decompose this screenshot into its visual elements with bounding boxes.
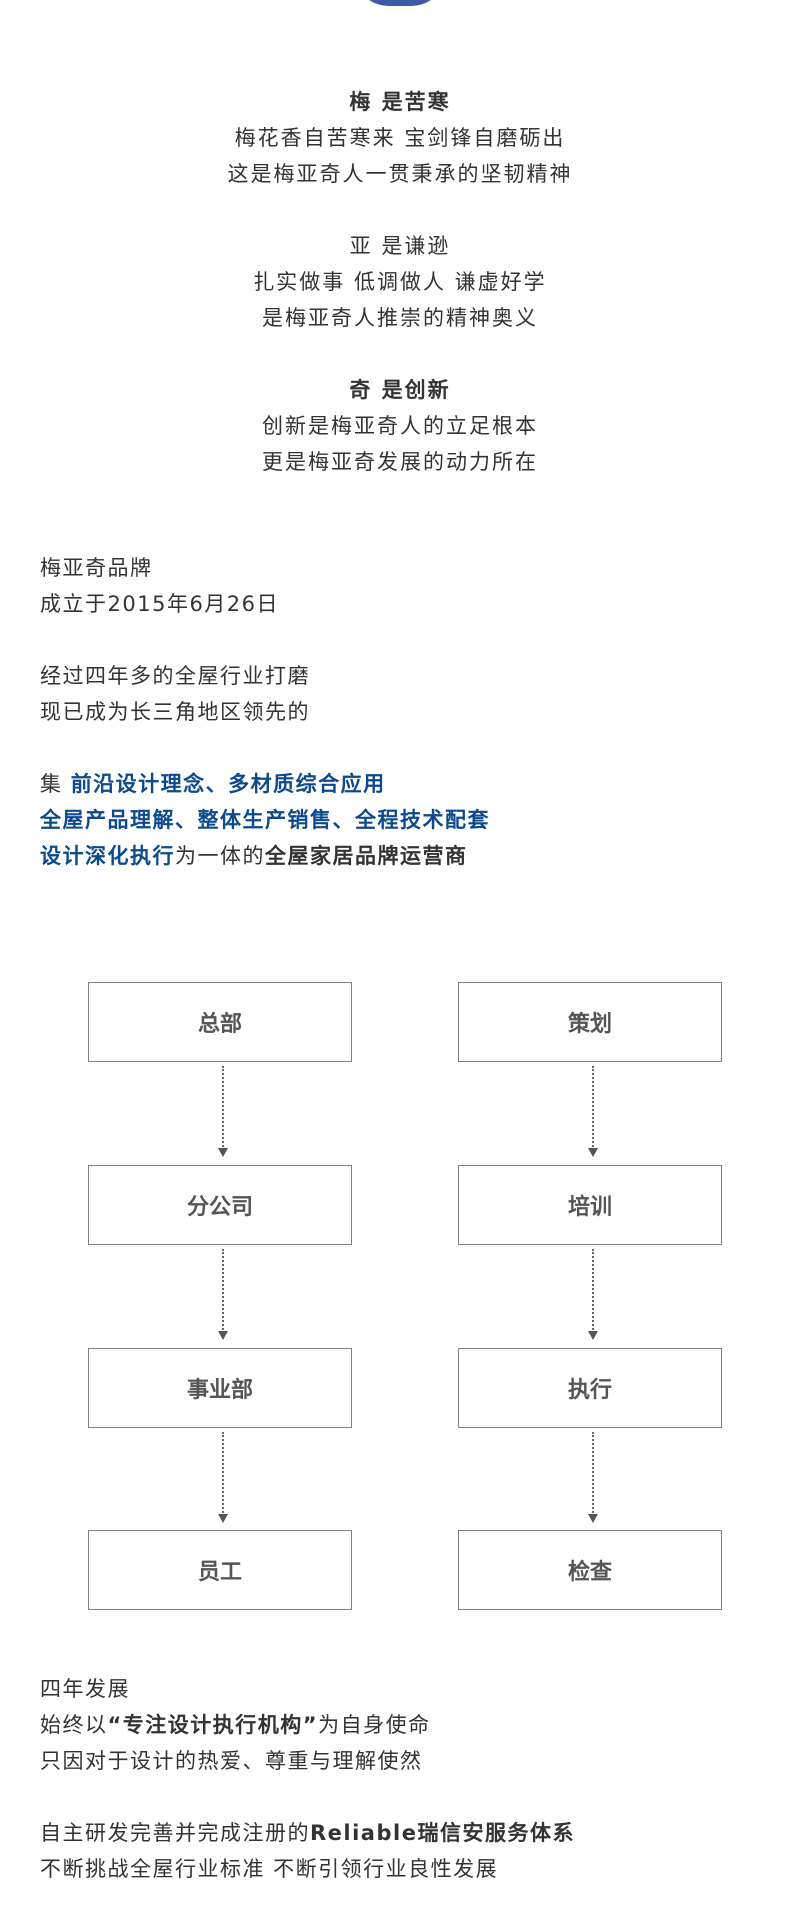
development-heading: 四年发展 bbox=[40, 1677, 130, 1701]
flow-arrow bbox=[217, 1064, 229, 1160]
motto-line: 更是梅亚奇发展的动力所在 bbox=[262, 450, 538, 474]
service-system-paragraph: 自主研发完善并完成注册的Reliable瑞信安服务体系 不断挑战全屋行业标准 不… bbox=[40, 1815, 780, 1887]
positioning-line: 集 前沿设计理念、多材质综合应用 bbox=[40, 766, 760, 802]
positioning-highlight: 前沿设计理念、多材质综合应用 bbox=[70, 772, 386, 796]
positioning-emphasis: 全屋家居品牌运营商 bbox=[265, 844, 468, 868]
motto-title: 亚 是谦逊 bbox=[349, 234, 451, 258]
brand-founding-paragraph: 梅亚奇品牌 成立于2015年6月26日 bbox=[40, 550, 760, 622]
mission-reason-line: 只因对于设计的热爱、尊重与理解使然 bbox=[40, 1749, 423, 1773]
service-prefix: 自主研发完善并完成注册的 bbox=[40, 1821, 310, 1845]
brand-motto-section: 梅 是苦寒 梅花香自苦寒来 宝剑锋自磨砺出 这是梅亚奇人一贯秉承的坚韧精神 亚 … bbox=[0, 84, 800, 516]
org-node-division: 事业部 bbox=[88, 1348, 352, 1428]
mission-emphasis: “专注设计执行机构” bbox=[107, 1713, 319, 1737]
brand-name-line: 梅亚奇品牌 bbox=[40, 556, 153, 580]
flow-arrow bbox=[587, 1247, 599, 1343]
motto-line: 梅花香自苦寒来 宝剑锋自磨砺出 bbox=[234, 126, 566, 150]
motto-qi: 奇 是创新 创新是梅亚奇人的立足根本 更是梅亚奇发展的动力所在 bbox=[0, 372, 800, 480]
positioning-line: 设计深化执行为一体的全屋家居品牌运营商 bbox=[40, 838, 760, 874]
motto-line: 创新是梅亚奇人的立足根本 bbox=[262, 414, 538, 438]
founded-date-line: 成立于2015年6月26日 bbox=[40, 592, 280, 616]
motto-ya: 亚 是谦逊 扎实做事 低调做人 谦虚好学 是梅亚奇人推崇的精神奥义 bbox=[0, 228, 800, 336]
org-node-inspection: 检查 bbox=[458, 1530, 722, 1610]
brand-intro-section: 梅亚奇品牌 成立于2015年6月26日 经过四年多的全屋行业打磨 现已成为长三角… bbox=[40, 550, 760, 910]
positioning-line: 全屋产品理解、整体生产销售、全程技术配套 bbox=[40, 802, 760, 838]
development-mission-paragraph: 四年发展 始终以“专注设计执行机构”为自身使命 只因对于设计的热爱、尊重与理解使… bbox=[40, 1671, 780, 1779]
service-system-name: Reliable瑞信安服务体系 bbox=[310, 1821, 575, 1845]
motto-title: 梅 是苦寒 bbox=[349, 90, 451, 114]
service-system-line: 自主研发完善并完成注册的Reliable瑞信安服务体系 bbox=[40, 1815, 780, 1851]
motto-line: 是梅亚奇人推崇的精神奥义 bbox=[262, 306, 538, 330]
history-line: 现已成为长三角地区领先的 bbox=[40, 700, 310, 724]
positioning-connector: 为一体的 bbox=[175, 844, 265, 868]
brand-positioning-paragraph: 集 前沿设计理念、多材质综合应用 全屋产品理解、整体生产销售、全程技术配套 设计… bbox=[40, 766, 760, 874]
org-node-planning: 策划 bbox=[458, 982, 722, 1062]
motto-mei: 梅 是苦寒 梅花香自苦寒来 宝剑锋自磨砺出 这是梅亚奇人一贯秉承的坚韧精神 bbox=[0, 84, 800, 192]
positioning-highlight: 全屋产品理解、整体生产销售、全程技术配套 bbox=[40, 808, 490, 832]
org-node-branch: 分公司 bbox=[88, 1165, 352, 1245]
mission-prefix: 始终以 bbox=[40, 1713, 108, 1737]
positioning-highlight: 设计深化执行 bbox=[40, 844, 175, 868]
org-node-staff: 员工 bbox=[88, 1530, 352, 1610]
industry-standard-line: 不断挑战全屋行业标准 不断引领行业良性发展 bbox=[40, 1857, 499, 1881]
flow-arrow bbox=[587, 1430, 599, 1526]
org-node-execution: 执行 bbox=[458, 1348, 722, 1428]
history-line: 经过四年多的全屋行业打磨 bbox=[40, 664, 310, 688]
org-structure-diagram: 总部 分公司 事业部 员工 策划 培训 执行 检查 bbox=[0, 960, 800, 1610]
positioning-prefix: 集 bbox=[40, 772, 71, 796]
motto-title: 奇 是创新 bbox=[349, 378, 451, 402]
org-node-training: 培训 bbox=[458, 1165, 722, 1245]
mission-line: 始终以“专注设计执行机构”为自身使命 bbox=[40, 1707, 780, 1743]
mission-suffix: 为自身使命 bbox=[318, 1713, 431, 1737]
motto-line: 扎实做事 低调做人 谦虚好学 bbox=[253, 270, 547, 294]
motto-line: 这是梅亚奇人一贯秉承的坚韧精神 bbox=[227, 162, 573, 186]
flow-arrow bbox=[217, 1247, 229, 1343]
flow-arrow bbox=[217, 1430, 229, 1526]
decorative-blue-arc bbox=[353, 0, 447, 6]
development-section: 四年发展 始终以“专注设计执行机构”为自身使命 只因对于设计的热爱、尊重与理解使… bbox=[40, 1671, 780, 1923]
org-node-headquarters: 总部 bbox=[88, 982, 352, 1062]
flow-arrow bbox=[587, 1064, 599, 1160]
brand-history-paragraph: 经过四年多的全屋行业打磨 现已成为长三角地区领先的 bbox=[40, 658, 760, 730]
